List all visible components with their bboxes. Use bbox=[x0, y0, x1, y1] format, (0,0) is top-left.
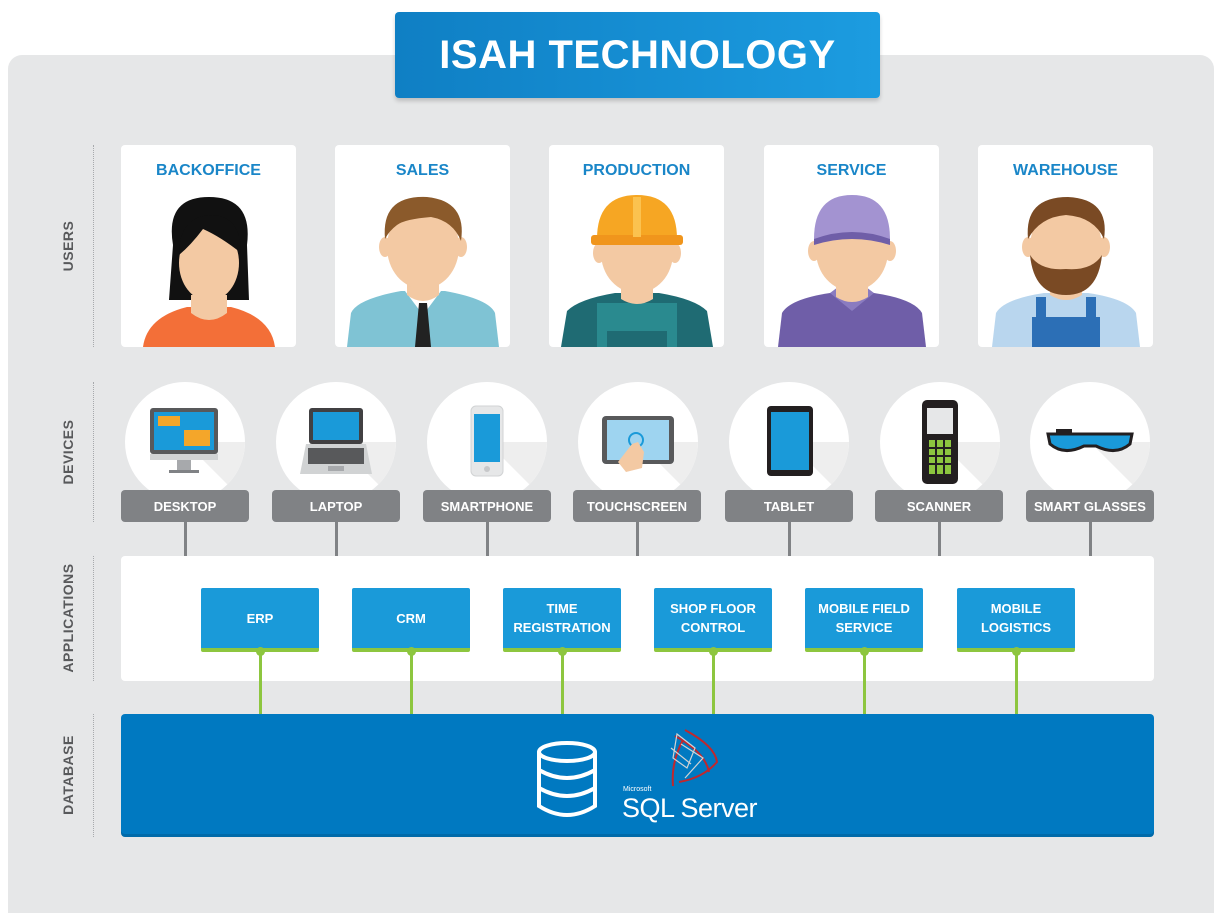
production-worker-icon bbox=[561, 195, 713, 347]
user-label-sales: SALES bbox=[395, 162, 450, 179]
desktop-icon bbox=[150, 408, 245, 502]
user-label-service: SERVICE bbox=[816, 162, 887, 179]
user-label-backoffice: BACKOFFICE bbox=[156, 162, 261, 179]
app-connector bbox=[259, 651, 262, 715]
user-label-warehouse: WAREHOUSE bbox=[1013, 162, 1118, 179]
tablet-icon bbox=[767, 406, 849, 502]
app-label-mobile-field-service: MOBILE FIELD SERVICE bbox=[818, 601, 910, 635]
user-card-warehouse: WAREHOUSE bbox=[978, 145, 1153, 347]
device-connector bbox=[486, 522, 489, 556]
app-mobile-logistics: MOBILE LOGISTICS bbox=[957, 588, 1075, 652]
app-crm: CRM bbox=[352, 588, 470, 652]
title-banner: ISAH TECHNOLOGY bbox=[395, 12, 880, 98]
row-label-applications: APPLICATIONS bbox=[60, 563, 76, 673]
device-connector bbox=[335, 522, 338, 556]
smartphone-icon bbox=[470, 405, 547, 502]
row-label-database: DATABASE bbox=[60, 735, 76, 815]
app-label-crm: CRM bbox=[396, 610, 426, 626]
app-connector bbox=[712, 651, 715, 715]
page-title: ISAH TECHNOLOGY bbox=[439, 32, 836, 77]
device-label-smart-glasses: SMART GLASSES bbox=[1026, 490, 1154, 522]
laptop-device bbox=[276, 382, 396, 502]
app-erp: ERP bbox=[201, 588, 319, 652]
database-panel bbox=[121, 714, 1154, 837]
app-connector-dot bbox=[709, 647, 718, 656]
device-label-laptop: LAPTOP bbox=[272, 490, 400, 522]
database-row-rule bbox=[93, 714, 94, 837]
service-worker-icon bbox=[778, 195, 926, 347]
laptop-icon bbox=[300, 408, 396, 502]
device-connector bbox=[1089, 522, 1092, 556]
app-connector bbox=[561, 651, 564, 715]
app-connector bbox=[410, 651, 413, 715]
device-label-scanner: SCANNER bbox=[875, 490, 1003, 522]
device-connector bbox=[938, 522, 941, 556]
desktop-device bbox=[125, 382, 245, 502]
warehouse-worker-icon bbox=[992, 197, 1140, 347]
user-label-production: PRODUCTION bbox=[582, 162, 691, 179]
device-label-smartphone: SMARTPHONE bbox=[423, 490, 551, 522]
device-label-tablet: TABLET bbox=[725, 490, 853, 522]
sales-person-icon bbox=[347, 196, 499, 347]
database-vendor: Microsoft bbox=[623, 786, 652, 793]
app-connector-dot bbox=[1012, 647, 1021, 656]
app-label-time-registration: TIME REGISTRATION bbox=[513, 601, 611, 635]
database-icon bbox=[537, 741, 597, 817]
device-connector bbox=[788, 522, 791, 556]
sql-server-logo-icon bbox=[670, 729, 719, 787]
smart-glasses-icon bbox=[1046, 429, 1150, 502]
users-row-rule bbox=[93, 145, 94, 347]
app-time-registration: TIME REGISTRATION bbox=[503, 588, 621, 652]
row-label-devices: DEVICES bbox=[60, 419, 76, 485]
app-connector bbox=[1015, 651, 1018, 715]
device-connector bbox=[636, 522, 639, 556]
user-card-backoffice: BACKOFFICE bbox=[121, 145, 296, 347]
touchscreen-icon bbox=[602, 416, 698, 502]
devices-row-rule bbox=[93, 382, 94, 522]
applications-row-rule bbox=[93, 556, 94, 681]
database-product: SQL Server bbox=[622, 793, 758, 823]
tablet-device bbox=[729, 382, 849, 502]
user-card-sales: SALES bbox=[335, 145, 510, 347]
app-connector-dot bbox=[256, 647, 265, 656]
touchscreen-device bbox=[578, 382, 698, 502]
app-connector-dot bbox=[860, 647, 869, 656]
app-label-mobile-logistics: MOBILE LOGISTICS bbox=[980, 601, 1052, 635]
app-mobile-field-service: MOBILE FIELD SERVICE bbox=[805, 588, 923, 652]
device-label-desktop: DESKTOP bbox=[121, 490, 249, 522]
scanner-device bbox=[880, 382, 1000, 502]
app-connector-dot bbox=[407, 647, 416, 656]
app-label-erp: ERP bbox=[246, 610, 274, 626]
device-connector bbox=[184, 522, 187, 556]
user-card-service: SERVICE bbox=[764, 145, 939, 347]
app-connector-dot bbox=[558, 647, 567, 656]
app-connector bbox=[863, 651, 866, 715]
scanner-icon bbox=[922, 400, 1000, 502]
app-shop-floor-control: SHOP FLOOR CONTROL bbox=[654, 588, 772, 652]
user-card-production: PRODUCTION bbox=[549, 145, 724, 347]
app-label-shop-floor-control: SHOP FLOOR CONTROL bbox=[670, 601, 756, 635]
smart-glasses-device bbox=[1030, 382, 1150, 502]
row-label-users: USERS bbox=[60, 220, 76, 272]
smartphone-device bbox=[427, 382, 547, 502]
backoffice-person-icon bbox=[143, 197, 275, 347]
device-label-touchscreen: TOUCHSCREEN bbox=[573, 490, 701, 522]
